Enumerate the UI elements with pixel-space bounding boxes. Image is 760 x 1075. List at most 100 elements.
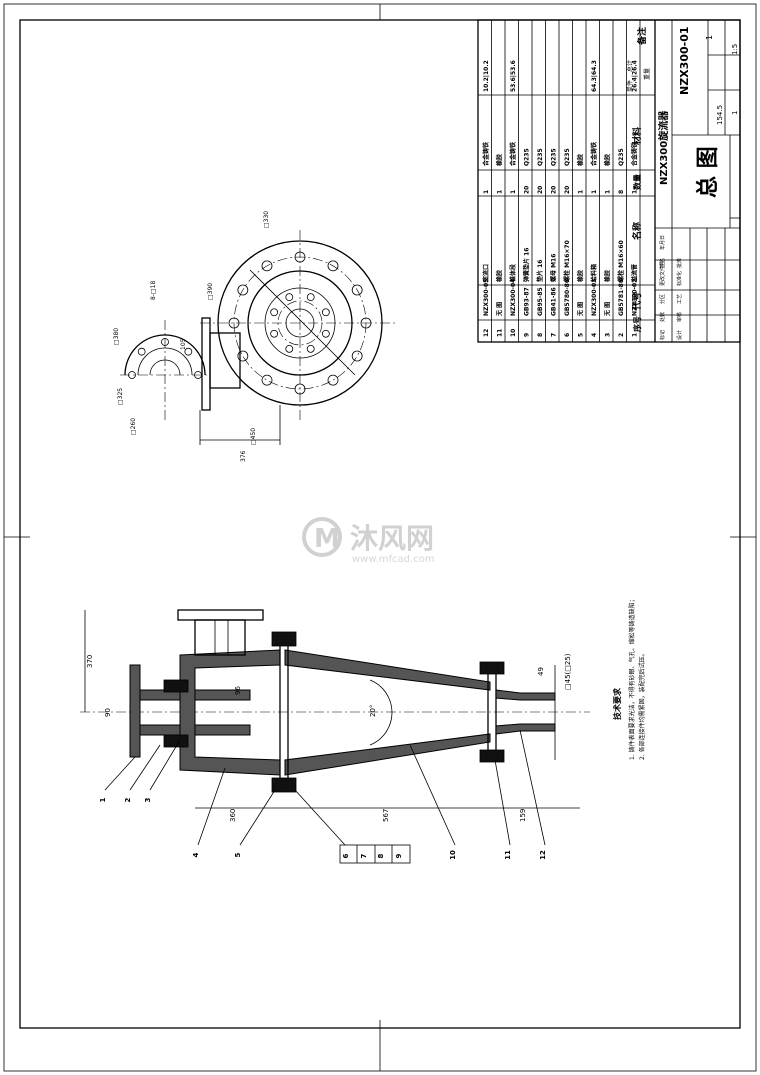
part-balloon: 3 bbox=[144, 797, 152, 802]
bom-row-name: 垫片 16 bbox=[536, 260, 544, 282]
side-bolt-hole-icon bbox=[184, 347, 193, 356]
bom-header-no: 序号 bbox=[632, 316, 642, 332]
bom-row-name: 螺栓 M16×60 bbox=[617, 240, 625, 282]
bom-header-weight: 重量 bbox=[643, 68, 651, 80]
bom-row-qty: 20 bbox=[537, 186, 544, 194]
tech-req-item-1: 1. 铸件表面要求光洁，不得有砂眼、气孔、缩松等铸造缺陷； bbox=[628, 596, 636, 760]
dim-390: □390 bbox=[207, 283, 214, 300]
signature-label: 标记 bbox=[659, 330, 666, 340]
bom-row-material: Q235 bbox=[524, 148, 531, 166]
bom-row-name: 螺母 M16 bbox=[550, 254, 558, 282]
dim-380: □380 bbox=[113, 328, 120, 345]
bom-row-material: Q235 bbox=[537, 148, 544, 166]
bom-row-name: 溢流管 bbox=[631, 264, 639, 282]
dim-159: 159 bbox=[519, 809, 527, 822]
bom-row-name: 锥体段 bbox=[509, 264, 517, 282]
side-bolt-hole-icon bbox=[128, 371, 136, 379]
dim-angle: 20° bbox=[369, 705, 377, 717]
signature-label: 工艺 bbox=[677, 294, 683, 304]
signature-label: 更改文件号 bbox=[659, 261, 666, 286]
bom-row-qty: 1 bbox=[497, 190, 504, 194]
technical-requirements: 技术要求 1. 铸件表面要求光洁，不得有砂眼、气孔、缩松等铸造缺陷； 2. 各部… bbox=[612, 596, 646, 760]
bom-row-code: 无 图 bbox=[604, 302, 612, 317]
signature-label: 批准 bbox=[676, 258, 683, 268]
bom-row-code: NZX300-02 bbox=[632, 279, 639, 316]
dim-360: 360 bbox=[229, 809, 237, 822]
bom-row-material: Q235 bbox=[564, 148, 571, 166]
bom-row-name: 底流口 bbox=[482, 264, 490, 282]
bom-row-code: NZX300-04 bbox=[510, 279, 517, 316]
inner-bolt-hole-icon bbox=[270, 329, 279, 338]
bom-row-no: 12 bbox=[483, 329, 490, 337]
bolt-hole-icon bbox=[327, 374, 339, 386]
bom-row-no: 6 bbox=[564, 333, 571, 337]
total-weight: 154.5 bbox=[716, 105, 724, 125]
part-balloon: 10 bbox=[449, 850, 457, 860]
dim-450: □450 bbox=[250, 428, 257, 445]
bom-row-qty: 20 bbox=[564, 186, 571, 194]
watermark-brand: 沐风网 bbox=[350, 522, 434, 555]
inner-bolt-hole-icon bbox=[321, 329, 330, 338]
signature-label: 标准化 bbox=[676, 271, 683, 286]
bom-row-code: GB95-85 bbox=[537, 287, 544, 316]
part-balloon: 7 bbox=[360, 853, 368, 858]
signature-label: 签名 bbox=[659, 258, 666, 268]
bom-row-qty: 1 bbox=[632, 190, 639, 194]
bom-row-weight: 26.4|26.4 bbox=[632, 60, 639, 92]
dim-370: 370 bbox=[86, 655, 94, 668]
dim-96: 96 bbox=[234, 686, 242, 695]
dim-376: 376 bbox=[240, 450, 247, 462]
bolt-hole-icon bbox=[237, 350, 249, 362]
bom-table: 序号 代号 名称 数量 材料 单件 总计 重量 备注 12NZX300-05底流… bbox=[477, 19, 741, 343]
bom-row-weight: 64.3|64.3 bbox=[591, 60, 598, 92]
bom-row-code: GB5781-86 bbox=[618, 279, 625, 316]
watermark-url: www.mfcad.com bbox=[352, 554, 435, 565]
quantity: 1 bbox=[731, 111, 739, 115]
bolt-hole-icon bbox=[327, 260, 339, 272]
part-balloon: 2 bbox=[124, 797, 132, 802]
signature-label: 处数 bbox=[659, 312, 666, 322]
drawing-number: NZX300-01 bbox=[678, 27, 691, 96]
bom-row-code: NZX300-05 bbox=[483, 279, 490, 316]
bom-row-name: 给料箱 bbox=[590, 264, 598, 282]
signature-label: 分区 bbox=[659, 294, 666, 304]
bom-header-name: 名称 bbox=[631, 222, 643, 240]
bom-row-material: Q235 bbox=[551, 148, 558, 166]
part-balloon: 5 bbox=[234, 852, 242, 857]
bom-row-material: 橡胶 bbox=[577, 154, 585, 166]
part-balloon: 8 bbox=[377, 853, 385, 858]
dim-260: □260 bbox=[130, 418, 137, 435]
inner-bolt-hole-icon bbox=[285, 293, 294, 302]
bom-row-material: 橡胶 bbox=[496, 154, 504, 166]
inner-bolt-hole-icon bbox=[306, 344, 315, 353]
bolt-hole-icon bbox=[261, 374, 273, 386]
bom-header-note: 备注 bbox=[636, 27, 648, 46]
watermark-logo-icon bbox=[302, 517, 342, 557]
signature-label: 年月日 bbox=[659, 235, 666, 250]
part-balloon: 9 bbox=[395, 853, 403, 858]
bom-row-qty: 1 bbox=[510, 190, 517, 194]
bom-row-no: 1 bbox=[632, 333, 639, 337]
bom-row-no: 9 bbox=[524, 333, 531, 337]
inner-bolt-hole-icon bbox=[285, 344, 294, 353]
bolt-hole-icon bbox=[237, 284, 249, 296]
bom-row-material: Q235 bbox=[618, 148, 625, 166]
part-balloon: 4 bbox=[192, 852, 200, 857]
bom-row-name: 弹簧垫片 16 bbox=[523, 248, 531, 282]
bom-row-material: 橡胶 bbox=[604, 154, 612, 166]
bom-row-no: 7 bbox=[551, 333, 558, 337]
bom-header-code: 代号 bbox=[631, 292, 643, 311]
bom-header-qty: 数量 bbox=[632, 174, 642, 190]
bom-row-no: 8 bbox=[537, 333, 544, 337]
part-balloon: 11 bbox=[504, 850, 512, 860]
bom-row-name: 橡胶 bbox=[577, 270, 585, 282]
bom-row-qty: 20 bbox=[551, 186, 558, 194]
bom-row-code: NZX300-03 bbox=[591, 279, 598, 316]
bom-row-qty: 1 bbox=[605, 190, 612, 194]
tech-req-item-2: 2. 各部连接件均需紧固，装配完后试压。 bbox=[638, 650, 646, 760]
inner-bolt-hole-icon bbox=[306, 293, 315, 302]
bom-row-no: 5 bbox=[578, 333, 585, 337]
